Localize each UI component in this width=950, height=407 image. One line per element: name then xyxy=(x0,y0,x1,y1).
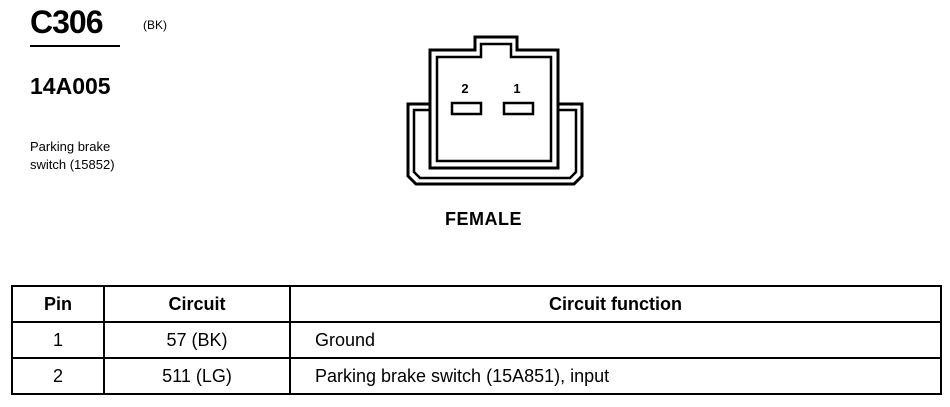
connector-color: (BK) xyxy=(143,18,167,32)
pin-cell: 1 xyxy=(11,321,105,359)
connector-face-drawing: 2 1 xyxy=(406,35,584,186)
pin-slot-1 xyxy=(502,101,535,116)
pin-cell: 2 xyxy=(11,357,105,395)
circuit-cell: 511 (LG) xyxy=(103,357,291,395)
pin-slot-2 xyxy=(450,101,483,116)
pin-label-2: 2 xyxy=(461,81,468,96)
table-row: 1 57 (BK) Ground xyxy=(11,321,942,359)
connector-id: C306 xyxy=(30,4,103,40)
header-circuit: Circuit xyxy=(103,285,291,323)
part-number: 14A005 xyxy=(30,73,111,99)
header-circuit-function: Circuit function xyxy=(289,285,942,323)
component-description: Parking brake switch (15852) xyxy=(30,138,200,174)
circuit-cell: 57 (BK) xyxy=(103,321,291,359)
function-cell: Ground xyxy=(289,321,942,359)
connector-housing-inner xyxy=(435,42,553,163)
connector-id-underline xyxy=(30,45,120,47)
pinout-table: Pin Circuit Circuit function 1 57 (BK) G… xyxy=(11,285,942,395)
connector-inner-shell xyxy=(412,108,578,180)
connector-housing xyxy=(428,35,560,170)
pin-label-1: 1 xyxy=(513,81,520,96)
connector-gender-label: FEMALE xyxy=(445,209,522,229)
connector-outer-shell xyxy=(406,102,584,186)
description-line-1: Parking brake xyxy=(30,139,111,154)
description-line-2: switch (15852) xyxy=(30,157,115,172)
table-row: 2 511 (LG) Parking brake switch (15A851)… xyxy=(11,357,942,395)
function-cell: Parking brake switch (15A851), input xyxy=(289,357,942,395)
header-pin: Pin xyxy=(11,285,105,323)
table-header-row: Pin Circuit Circuit function xyxy=(11,285,942,323)
